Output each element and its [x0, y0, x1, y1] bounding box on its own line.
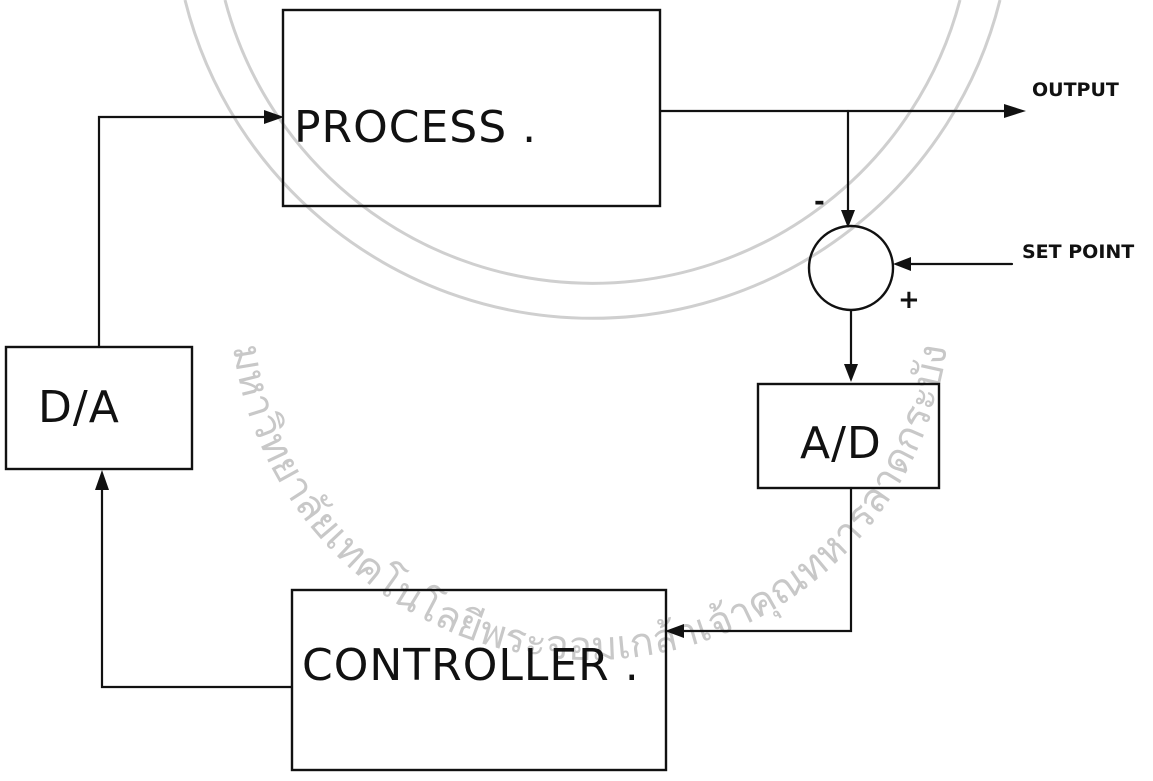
process-label: PROCESS . [294, 102, 537, 153]
output-arrowhead [1004, 104, 1026, 118]
controller-to-da-line [102, 486, 292, 687]
set-point-arrowhead [893, 257, 911, 271]
error-arrowhead [844, 364, 858, 382]
university-seal-watermark: มหาวิทยาลัยเทคโนโลยีพระจอมเกล้าเจ้าคุณทห… [185, 0, 1000, 670]
watermark-text: มหาวิทยาลัยเทคโนโลยีพระจอมเกล้าเจ้าคุณทห… [223, 341, 957, 670]
da-label: D/A [38, 382, 120, 433]
set-point-label: SET POINT [1022, 241, 1134, 263]
controller-label: CONTROLLER . [302, 640, 640, 691]
summing-junction [809, 226, 893, 310]
output-label: OUTPUT [1032, 79, 1119, 101]
da-input-arrowhead [95, 470, 109, 490]
ad-label: A/D [800, 418, 882, 469]
plus-sign: + [898, 285, 920, 315]
da-to-process-line [99, 117, 268, 347]
minus-sign: - [814, 187, 825, 217]
